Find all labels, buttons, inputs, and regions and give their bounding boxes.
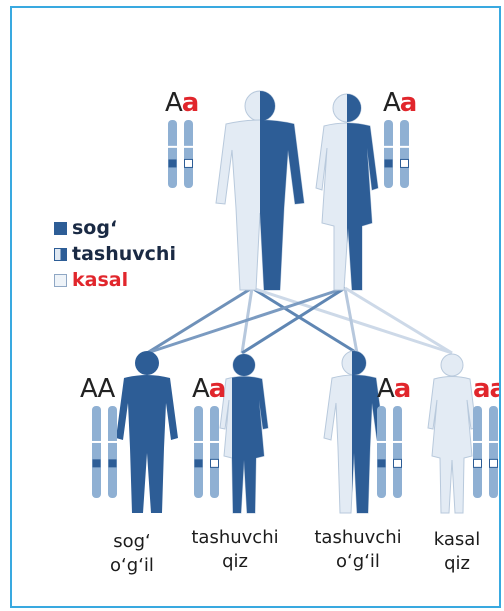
caption-child3-line2: o‘g‘il [336, 551, 380, 572]
carrier-swatch-icon [54, 247, 67, 261]
child-boy-healthy [116, 351, 178, 513]
father-genotype: Aa [165, 88, 199, 118]
father-figure [215, 90, 305, 291]
child3-genotype: Aa [377, 374, 411, 404]
caption-child4: kasal qiz [422, 528, 492, 576]
chromosomes [92, 120, 498, 498]
legend: sog‘ tashuvchi kasal [54, 215, 176, 293]
legend-affected: kasal [54, 267, 176, 293]
caption-child4-line2: qiz [444, 553, 470, 574]
inheritance-lines [146, 286, 453, 355]
child1-genotype: AA [80, 374, 115, 404]
legend-affected-label: kasal [72, 269, 129, 291]
mother-chromosome-2 [400, 120, 409, 188]
mother-figure [315, 93, 379, 291]
caption-child1: sog‘ o‘g‘il [92, 530, 172, 578]
inheritance-diagram [92, 90, 498, 514]
child-boy-carrier [323, 350, 385, 514]
child1-chromosome-2 [108, 406, 117, 498]
child2-chromosome-2 [210, 406, 219, 498]
legend-carrier: tashuvchi [54, 241, 176, 267]
legend-healthy-label: sog‘ [72, 217, 118, 239]
mother-chromosome-1 [384, 120, 393, 188]
child-girl-carrier [219, 353, 269, 514]
child2-genotype: Aa [192, 374, 226, 404]
child-girl-affected [427, 353, 477, 514]
father-chromosome-2 [184, 120, 193, 188]
child3-chromosome-2 [393, 406, 402, 498]
legend-healthy: sog‘ [54, 215, 176, 241]
child3-chromosome-1 [377, 406, 386, 498]
affected-swatch-icon [54, 273, 67, 287]
child1-chromosome-1 [92, 406, 101, 498]
legend-carrier-label: tashuvchi [72, 243, 176, 265]
healthy-swatch-icon [54, 221, 67, 235]
caption-child2: tashuvchi qiz [175, 526, 295, 574]
caption-child1-line1: sog‘ [113, 531, 151, 552]
child4-chromosome-2 [489, 406, 498, 498]
caption-child3: tashuvchi o‘g‘il [298, 526, 418, 574]
child4-genotype: aa [473, 374, 499, 404]
child4-chromosome-1 [473, 406, 482, 498]
child2-chromosome-1 [194, 406, 203, 498]
caption-child2-line1: tashuvchi [191, 527, 279, 548]
caption-child2-line2: qiz [222, 551, 248, 572]
caption-child3-line1: tashuvchi [314, 527, 402, 548]
mother-genotype: Aa [383, 88, 417, 118]
caption-child1-line2: o‘g‘il [110, 555, 154, 576]
diagram-frame: Aa Aa AA Aa Aa aa sog‘ tashuvchi kasal s… [10, 6, 501, 608]
caption-child4-line1: kasal [433, 529, 481, 550]
father-chromosome-1 [168, 120, 177, 188]
